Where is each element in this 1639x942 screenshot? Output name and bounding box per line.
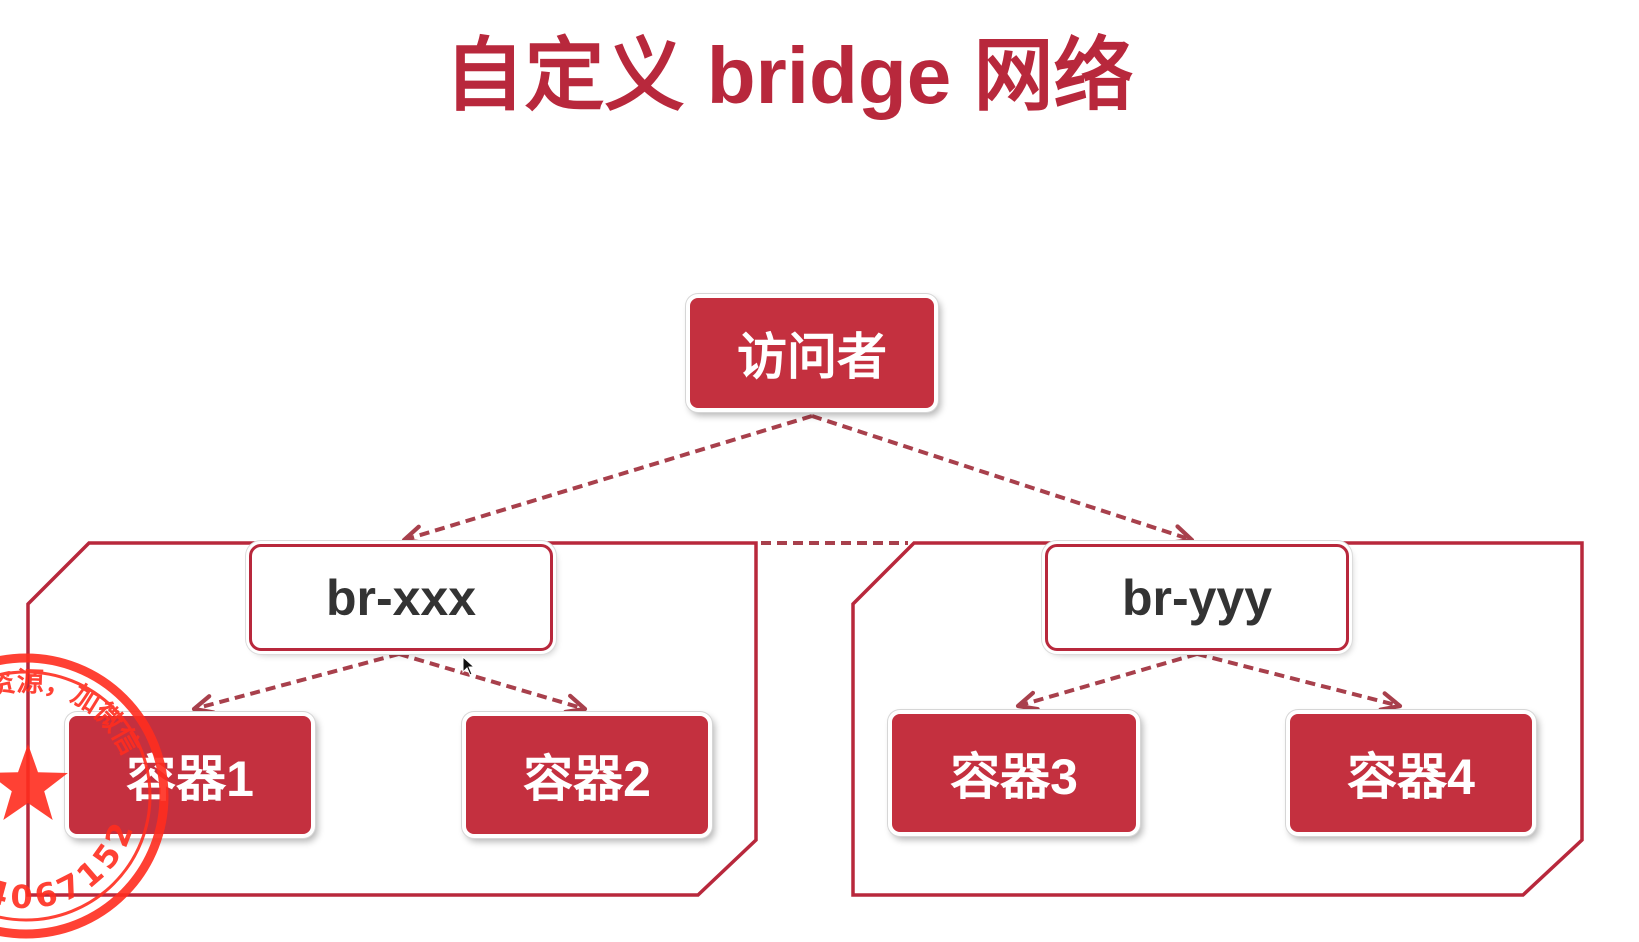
edge-br-xxx-container2 — [398, 652, 588, 715]
network-group-right — [851, 541, 1584, 897]
edge-br-yyy-container4 — [1196, 652, 1403, 712]
network-group-left — [26, 541, 758, 897]
container-node-2: 容器2 — [462, 712, 712, 838]
container-label: 容器4 — [1347, 749, 1475, 805]
container-label: 容器1 — [126, 751, 254, 807]
page-title: 自定义 bridge 网络 — [444, 31, 1134, 120]
visitor-node: 访问者 — [686, 294, 938, 412]
mouse-cursor-icon — [462, 656, 476, 676]
bridge-label: br-xxx — [325, 569, 477, 626]
container-node-1: 容器1 — [65, 712, 315, 838]
container-node-4: 容器4 — [1286, 710, 1536, 836]
edge-br-xxx-container1 — [191, 652, 400, 715]
edge-visitor-br-xxx — [401, 414, 813, 545]
edge-br-yyy-container3 — [1015, 652, 1198, 712]
bridge-node-br-yyy: br-yyy — [1045, 544, 1349, 651]
container-node-3: 容器3 — [888, 710, 1140, 836]
container-label: 容器3 — [950, 749, 1078, 805]
container-label: 容器2 — [523, 751, 651, 807]
edge-visitor-br-yyy — [811, 414, 1195, 545]
bridge-label: br-yyy — [1121, 569, 1273, 626]
bridge-node-br-xxx: br-xxx — [249, 544, 553, 651]
visitor-label: 访问者 — [737, 329, 887, 385]
